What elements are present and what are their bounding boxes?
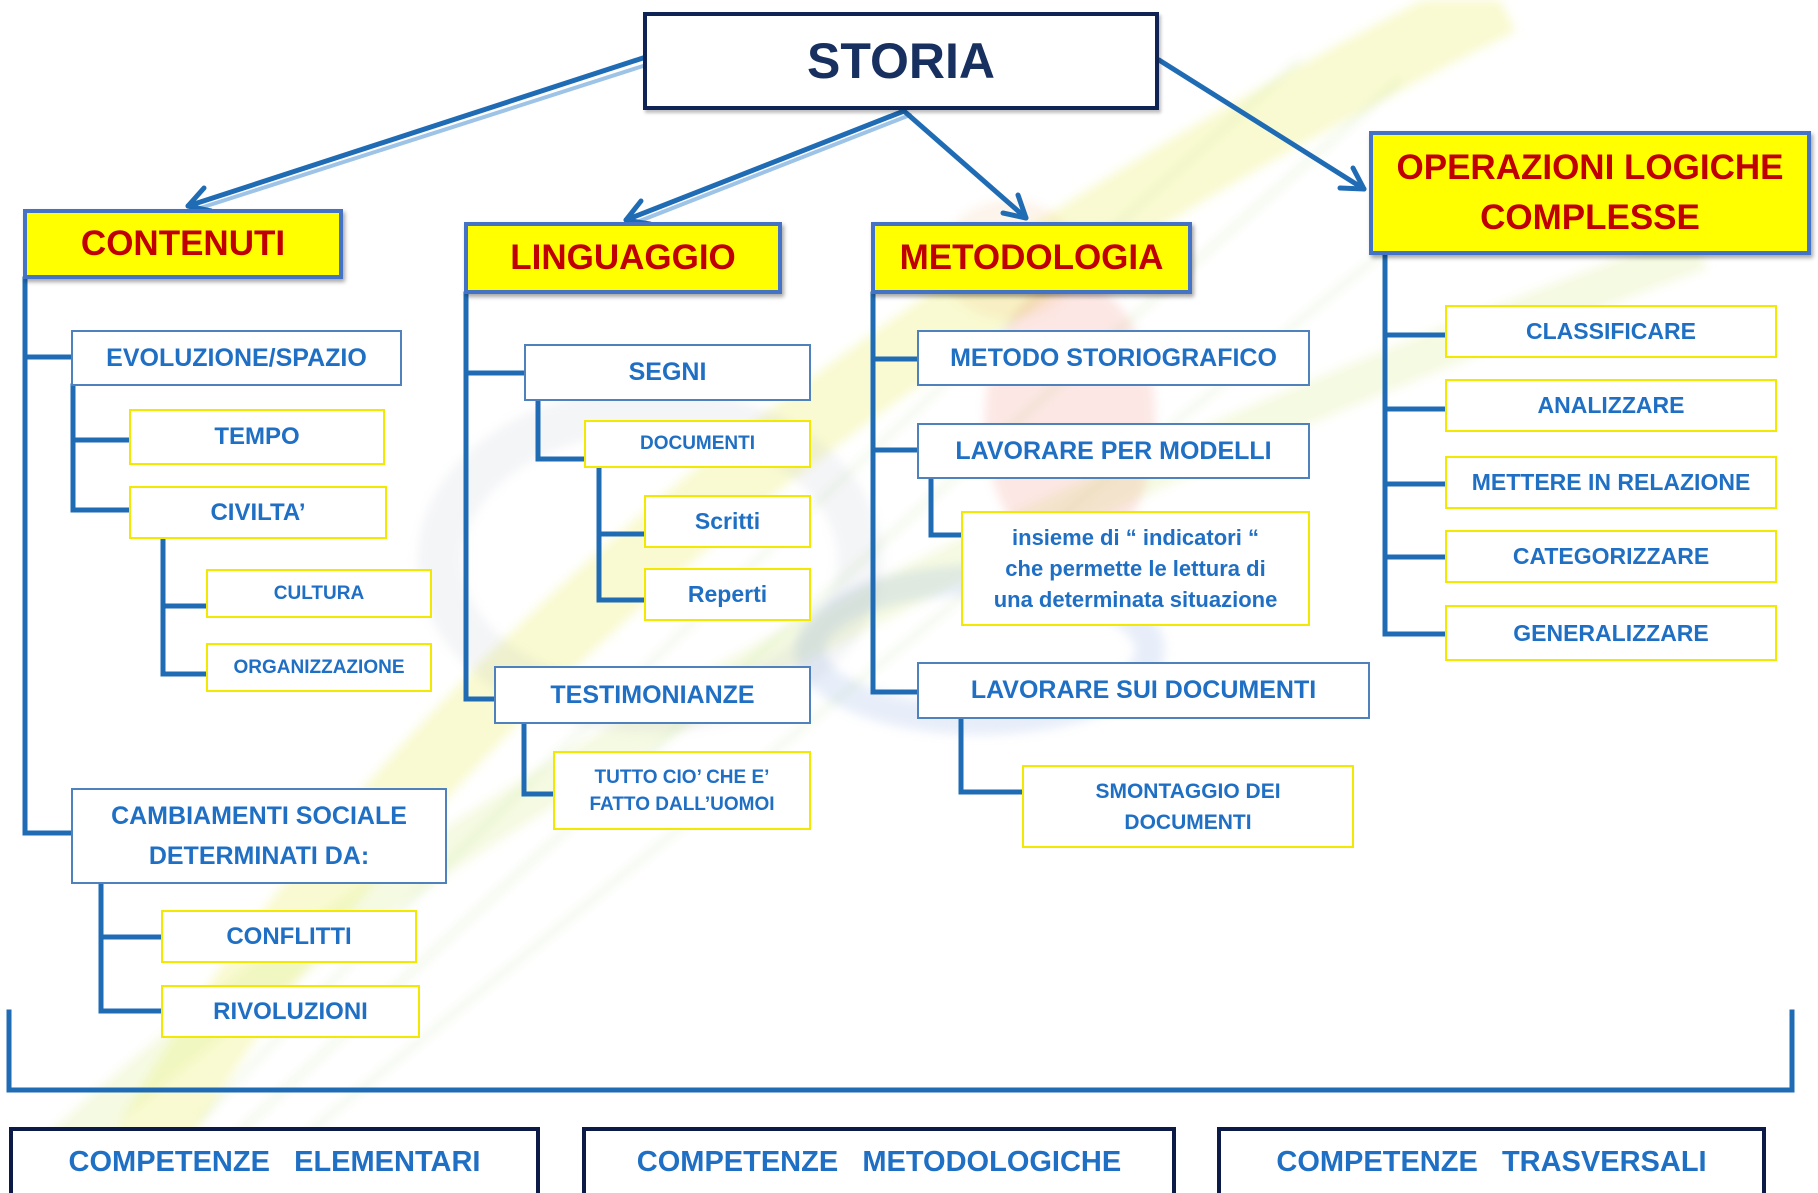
leaf-classificare: CLASSIFICARE [1445,305,1777,358]
connector-testimonianze [521,721,556,797]
connector-segni [535,398,587,462]
leaf-smontaggio-dei-documenti: SMONTAGGIO DEI DOCUMENTI [1022,765,1354,848]
root-storia: STORIA [643,12,1159,110]
category-operazioni-logiche: OPERAZIONI LOGICHE COMPLESSE [1369,131,1811,255]
category-linguaggio: LINGUAGGIO [464,222,782,294]
leaf-mettere-in-relazione: METTERE IN RELAZIONE [1445,456,1777,509]
competenze-trasversali: COMPETENZE TRASVERSALI [1217,1127,1766,1193]
node-evoluzione-spazio: EVOLUZIONE/SPAZIO [71,330,402,386]
connector-contenuti [22,276,74,836]
leaf-conflitti: CONFLITTI [161,910,417,963]
competenze-metodologiche: COMPETENZE METODOLOGICHE [582,1127,1176,1193]
connector-civilta [160,536,209,677]
connector-documenti [596,465,647,603]
arrow-contenuti-shadow [192,64,645,212]
leaf-organizzazione: ORGANIZZAZIONE [206,643,432,692]
leaf-tutto-cio-che-e-fatto: TUTTO CIO’ CHE E’ FATTO DALL’UOMOI [553,751,811,830]
category-contenuti: CONTENUTI [23,209,343,279]
leaf-rivoluzioni: RIVOLUZIONI [161,985,420,1038]
node-lavorare-per-modelli: LAVORARE PER MODELLI [917,423,1310,479]
connector-operazioni [1382,252,1448,637]
connector-evoluzione [70,383,132,513]
connector-modelli [928,476,964,538]
leaf-civilta: CIVILTA’ [129,486,387,539]
arrow-operazioni [1156,57,1367,192]
connector-cambiamenti [98,881,164,1014]
arrowhead-metodologia [1000,192,1029,221]
leaf-analizzare: ANALIZZARE [1445,379,1777,432]
competenze-elementari: COMPETENZE ELEMENTARI [9,1127,540,1193]
arrow-contenuti [185,55,646,209]
connector-sui-documenti [958,716,1025,795]
leaf-reperti: Reperti [644,568,811,621]
leaf-generalizzare: GENERALIZZARE [1445,605,1777,661]
leaf-scritti: Scritti [644,495,811,548]
watermark-feather-line [249,138,1521,1182]
node-testimonianze: TESTIMONIANZE [494,666,811,724]
leaf-documenti: DOCUMENTI [584,420,811,468]
node-segni: SEGNI [524,344,811,401]
arrow-metodologia [901,108,1029,221]
leaf-tempo: TEMPO [129,409,385,465]
leaf-categorizzare: CATEGORIZZARE [1445,530,1777,583]
arrowhead-operazioni [1337,165,1367,192]
node-lavorare-sui-documenti: LAVORARE SUI DOCUMENTI [917,662,1370,719]
node-metodo-storiografico: METODO STORIOGRAFICO [917,330,1310,386]
arrow-linguaggio-shadow [630,113,912,226]
competenze-bracket [6,1009,1795,1093]
connector-metodologia [870,291,920,695]
node-cambiamenti-sociale: CAMBIAMENTI SOCIALE DETERMINATI DA: [71,788,447,884]
arrow-linguaggio [623,108,907,223]
category-metodologia: METODOLOGIA [871,222,1192,294]
leaf-cultura: CULTURA [206,569,432,618]
connector-linguaggio [463,291,527,702]
leaf-insieme-di-indicatori: insieme di “ indicatori “ che permette l… [961,511,1310,626]
